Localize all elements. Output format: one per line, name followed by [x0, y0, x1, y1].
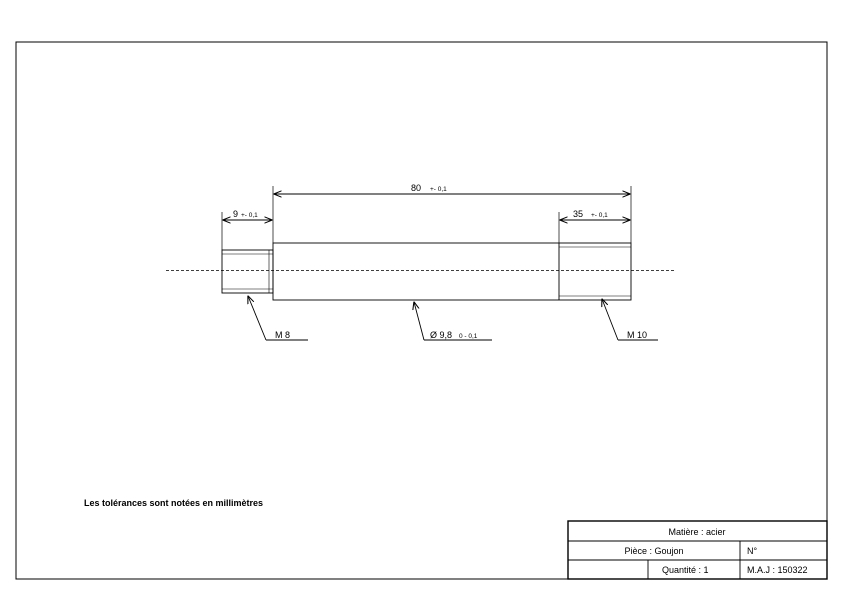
- left-threaded-section: [221, 249, 274, 294]
- dimension-left-tolerance: +- 0,1: [241, 212, 258, 219]
- title-block: Matière : acier Pièce : Goujon N° Quanti…: [567, 520, 828, 580]
- dimension-left-thread: 9 +- 0,1: [223, 209, 272, 220]
- tolerance-note: Les tolérances sont notées en millimètre…: [84, 498, 263, 508]
- dimension-right-thread: 35 +- 0,1: [560, 209, 630, 220]
- callout-diameter-value: Ø 9,8: [430, 330, 452, 340]
- drawing-frame: [15, 41, 828, 580]
- callout-diameter-tolerance: 0 - 0,1: [459, 333, 478, 340]
- dimension-overall-value: 80: [411, 183, 421, 193]
- leader-right-thread: M 10: [602, 299, 658, 341]
- title-block-number-label: N°: [747, 546, 757, 556]
- main-body: [272, 242, 632, 301]
- title-block-material: Matière : acier: [668, 527, 725, 537]
- dimension-right-value: 35: [573, 209, 583, 219]
- dimension-overall-length: 80 +- 0,1: [274, 183, 630, 194]
- title-block-revision: M.A.J : 150322: [747, 565, 808, 575]
- dimension-left-value: 9: [233, 209, 238, 219]
- title-block-quantity: Quantité : 1: [662, 565, 709, 575]
- callout-left-thread: M 8: [275, 330, 290, 340]
- callout-right-thread: M 10: [627, 330, 647, 340]
- title-block-frame: [567, 520, 828, 580]
- dimension-right-tolerance: +- 0,1: [591, 212, 608, 219]
- extension-lines: [221, 186, 632, 250]
- title-block-part: Pièce : Goujon: [624, 546, 683, 556]
- leader-left-thread: M 8: [248, 296, 308, 341]
- leader-diameter: Ø 9,8 0 - 0,1: [414, 302, 492, 341]
- stud-part: [221, 242, 632, 301]
- dimension-overall-tolerance: +- 0,1: [430, 186, 447, 193]
